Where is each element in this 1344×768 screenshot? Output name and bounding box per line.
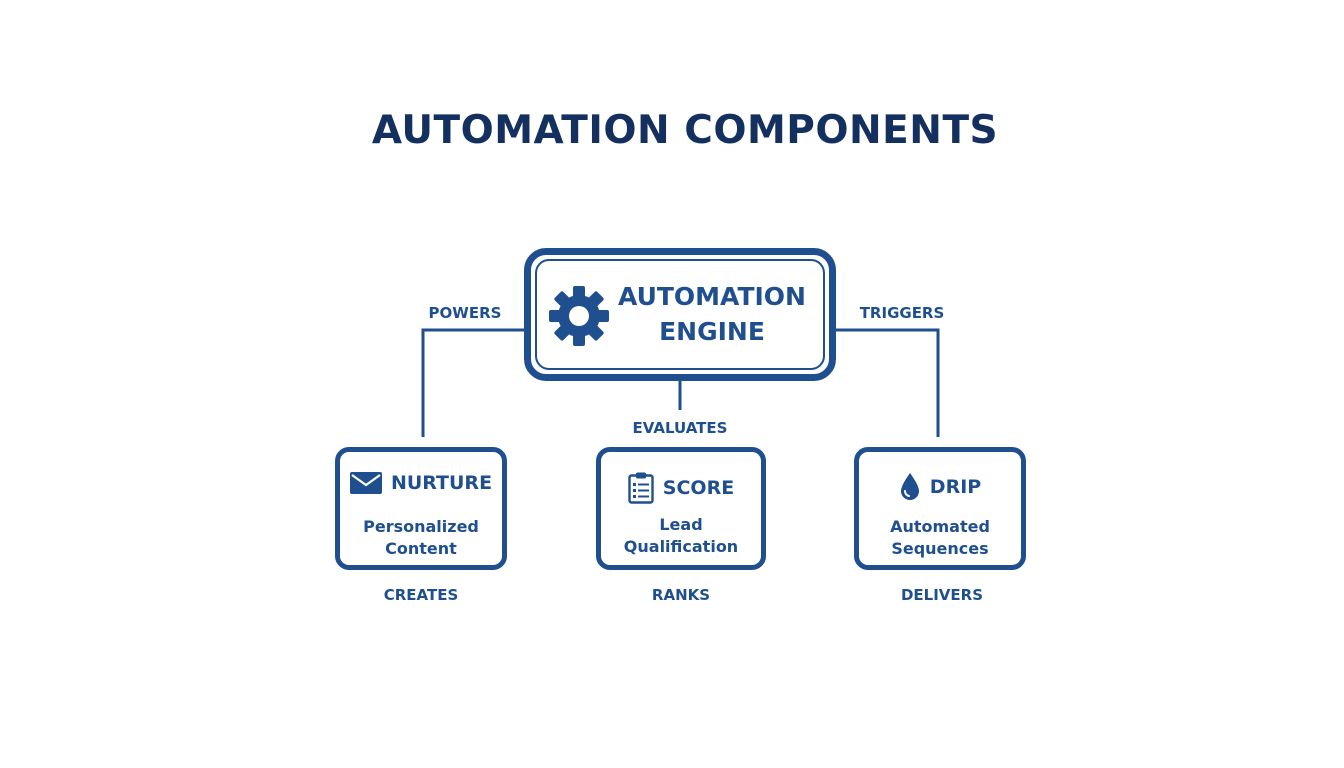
- score-line1: Lead: [659, 515, 703, 534]
- score-description: Lead Qualification: [601, 514, 761, 558]
- caption-delivers: DELIVERS: [900, 586, 984, 604]
- connector-right: [836, 328, 940, 437]
- engine-label-line1: AUTOMATION: [617, 282, 806, 311]
- nurture-card: NURTURE Personalized Content: [335, 447, 507, 570]
- score-heading: SCORE: [662, 477, 735, 499]
- score-card-header: SCORE: [601, 472, 761, 504]
- drip-line2: Sequences: [891, 539, 989, 558]
- score-line2: Qualification: [623, 537, 739, 556]
- score-card: SCORE Lead Qualification: [596, 447, 766, 570]
- connector-left: [421, 328, 524, 437]
- caption-ranks: RANKS: [651, 586, 711, 604]
- drip-heading: DRIP: [929, 476, 982, 498]
- automation-engine-box: AUTOMATION ENGINE: [524, 248, 836, 381]
- connector-label-powers: POWERS: [428, 304, 502, 322]
- caption-creates: CREATES: [383, 586, 459, 604]
- nurture-card-header: NURTURE: [340, 472, 502, 494]
- gear-icon: [549, 286, 609, 346]
- drip-line1: Automated: [890, 517, 990, 536]
- engine-label: AUTOMATION ENGINE: [617, 279, 807, 349]
- drip-card: DRIP Automated Sequences: [854, 447, 1026, 570]
- connector-label-evaluates: EVALUATES: [632, 419, 728, 437]
- droplet-icon: [900, 473, 919, 500]
- engine-label-line2: ENGINE: [659, 317, 765, 346]
- page-title: AUTOMATION COMPONENTS: [371, 108, 999, 153]
- nurture-line1: Personalized: [363, 517, 479, 536]
- drip-card-header: DRIP: [859, 472, 1021, 502]
- nurture-heading: NURTURE: [390, 472, 493, 494]
- nurture-line2: Content: [385, 539, 457, 558]
- drip-description: Automated Sequences: [859, 516, 1021, 560]
- connector-label-triggers: TRIGGERS: [859, 304, 945, 322]
- envelope-icon: [349, 472, 382, 494]
- clipboard-list-icon: [628, 472, 654, 504]
- nurture-description: Personalized Content: [340, 516, 502, 560]
